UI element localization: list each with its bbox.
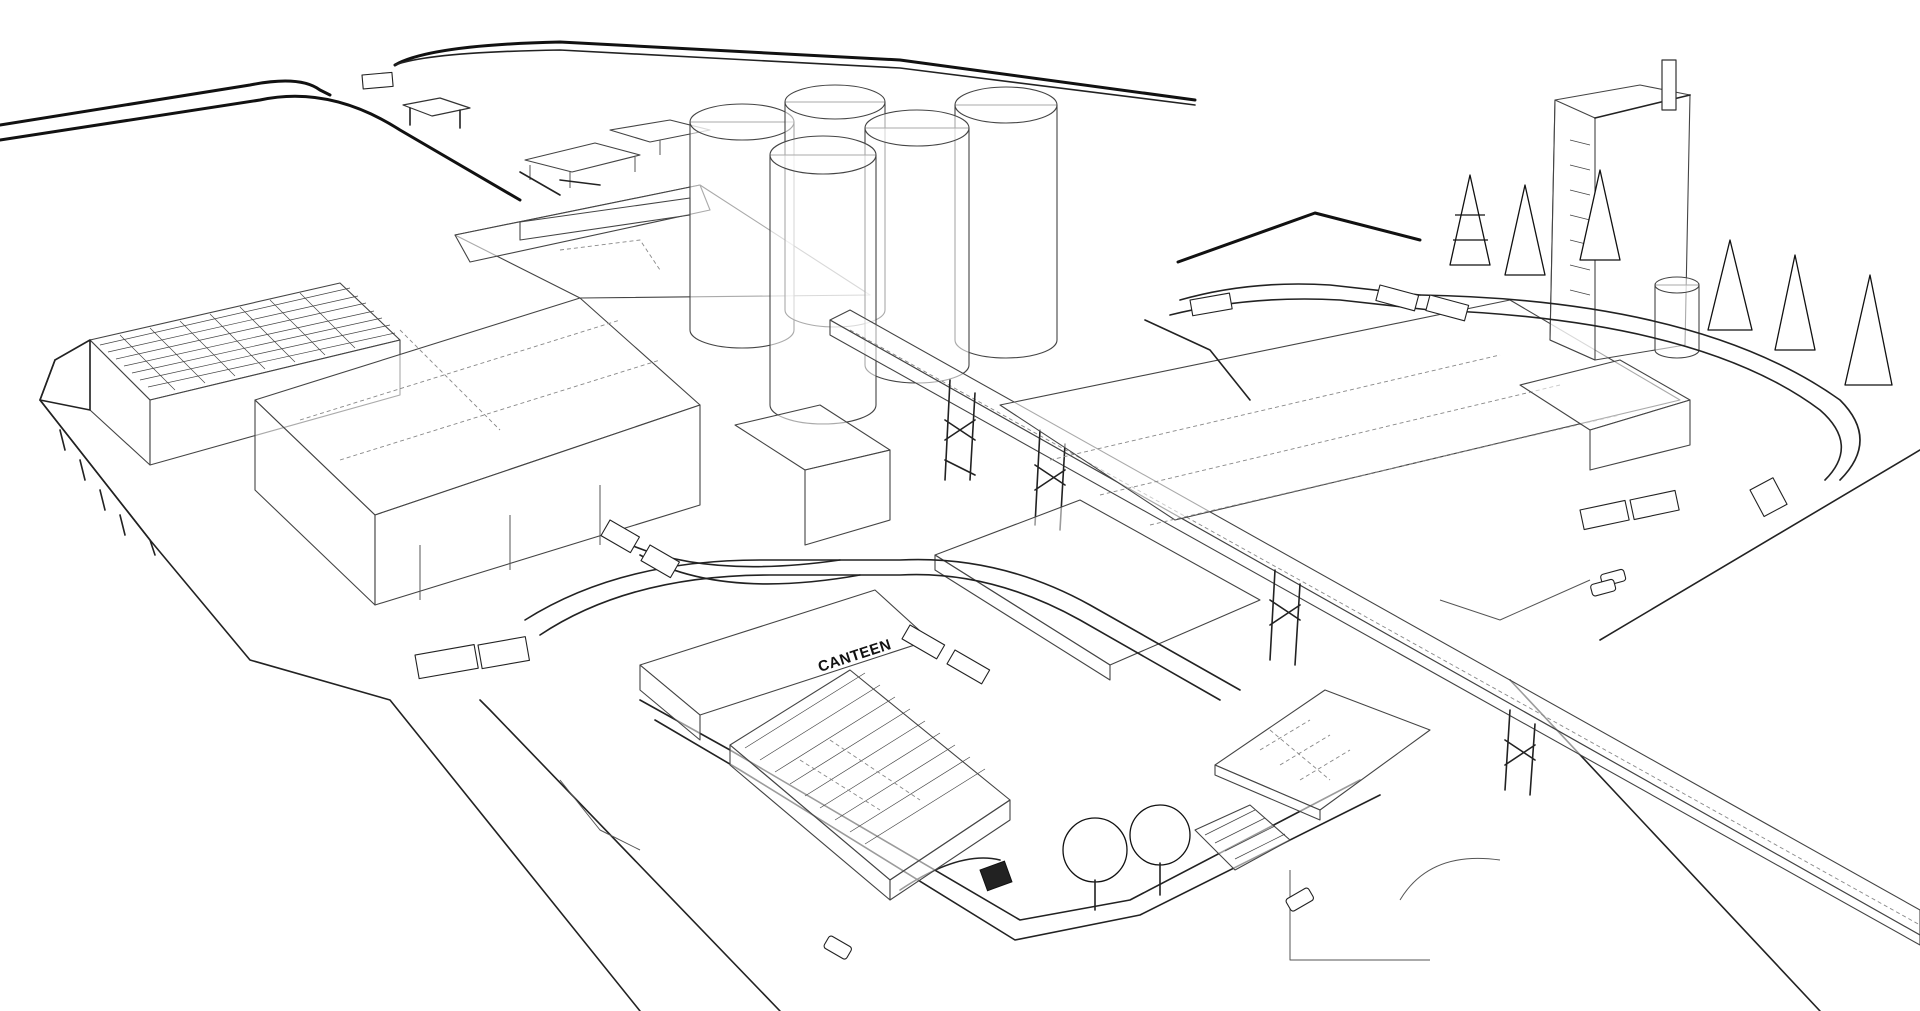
- rail-tracks: [524, 283, 1861, 701]
- deciduous-trees: [1062, 804, 1191, 911]
- silo-5: [769, 135, 877, 425]
- bridge-supports: [944, 379, 1536, 796]
- silo-3: [954, 86, 1058, 359]
- office-block: [1214, 689, 1431, 821]
- process-tower: [1519, 59, 1700, 471]
- silos: [689, 84, 1058, 546]
- conifer-trees: [1449, 169, 1893, 386]
- canteen-building: CANTEEN: [639, 589, 1011, 901]
- fuel-canopies: [402, 97, 711, 196]
- parking-canopy: [1194, 804, 1291, 871]
- wagons: [600, 284, 1470, 685]
- truck-right-2: [1749, 477, 1788, 518]
- rotunda: [979, 860, 1013, 892]
- middle-hall: [934, 299, 1681, 681]
- trucks: [361, 71, 1788, 685]
- cars: [823, 568, 1627, 960]
- silo-1: [689, 103, 795, 349]
- silo-4: [864, 109, 970, 384]
- truck-left: [414, 636, 530, 680]
- truck-right-1: [1579, 489, 1680, 531]
- truck-top: [361, 71, 394, 90]
